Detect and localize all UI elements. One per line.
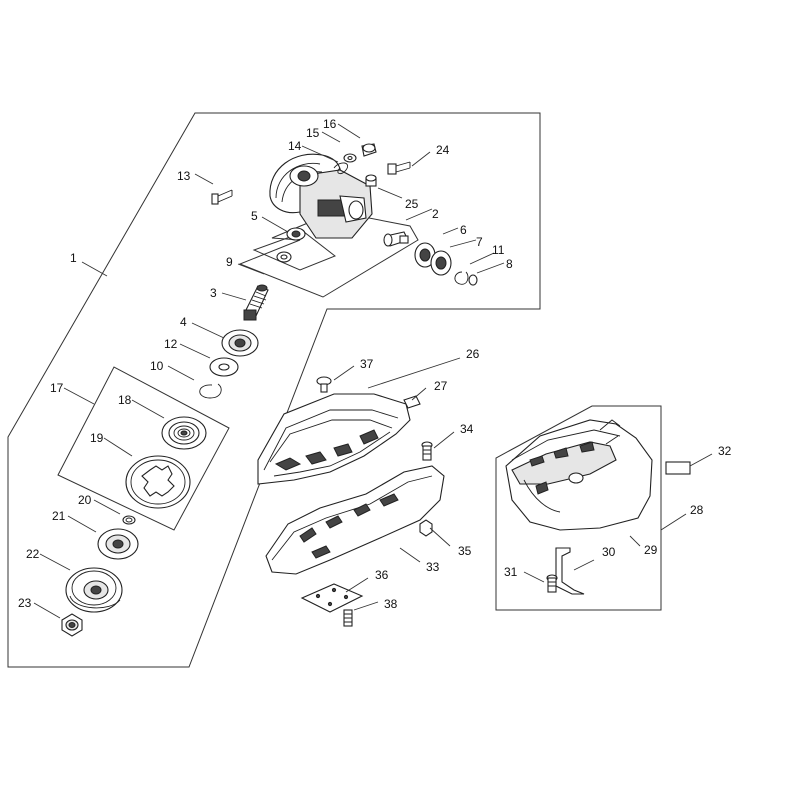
washer-15 — [343, 153, 357, 163]
label-6: 6 — [460, 223, 467, 237]
bolt-13 — [211, 189, 233, 205]
label-31: 31 — [504, 565, 518, 579]
label-4: 4 — [180, 315, 187, 329]
label-21: 21 — [52, 509, 66, 523]
label-15: 15 — [306, 126, 320, 140]
label-32: 32 — [718, 444, 732, 458]
label-17: 17 — [50, 381, 64, 395]
guard-26 — [257, 393, 411, 485]
guard-cover-33 — [265, 465, 445, 575]
circlip-11 — [454, 271, 469, 285]
washer-9 — [276, 251, 292, 263]
bolt-31 — [546, 574, 558, 593]
guard-assembly-frame — [495, 405, 662, 611]
label-34: 34 — [460, 422, 474, 436]
label-36: 36 — [375, 568, 389, 582]
holder-assembly-frame — [57, 366, 230, 531]
gear-case — [269, 153, 373, 239]
plug-25 — [365, 174, 377, 187]
label-5: 5 — [251, 209, 258, 223]
label-9: 9 — [226, 255, 233, 269]
ring-8 — [468, 274, 478, 286]
bolt-34 — [421, 441, 433, 461]
label-1: 1 — [70, 251, 77, 265]
plug-16 — [361, 143, 377, 157]
bearing-6 — [414, 242, 436, 268]
spring-14 — [333, 162, 348, 175]
leader-lines — [33, 123, 713, 619]
bolt-24 — [387, 161, 411, 175]
label-14: 14 — [288, 139, 302, 153]
label-16: 16 — [323, 117, 337, 131]
label-26: 26 — [466, 347, 480, 361]
guard-29 — [505, 419, 653, 531]
bearing-5 — [286, 227, 306, 241]
label-32 — [665, 461, 691, 475]
label-38: 38 — [384, 597, 398, 611]
label-22: 22 — [26, 547, 40, 561]
label-25: 25 — [405, 197, 419, 211]
gearcase-assembly-frame — [7, 112, 541, 668]
label-12: 12 — [164, 337, 178, 351]
label-3: 3 — [210, 286, 217, 300]
bracket-30 — [555, 547, 585, 595]
nut-23 — [61, 613, 83, 637]
label-37: 37 — [360, 357, 374, 371]
o-ring-20 — [122, 515, 136, 525]
label-20: 20 — [78, 493, 92, 507]
circlip-10 — [199, 383, 222, 399]
label-19: 19 — [90, 431, 104, 445]
bearing-4 — [221, 329, 259, 357]
shaft-3 — [243, 284, 269, 321]
clip-27 — [403, 395, 421, 409]
label-7: 7 — [476, 235, 483, 249]
bolt-37 — [316, 376, 332, 393]
cover-22 — [65, 567, 123, 613]
label-2: 2 — [432, 207, 439, 221]
label-13: 13 — [177, 169, 191, 183]
label-27: 27 — [434, 379, 448, 393]
nut-35 — [419, 519, 433, 537]
label-18: 18 — [118, 393, 132, 407]
part-labels: 1 2 3 4 5 6 7 8 9 10 11 12 13 14 15 16 1… — [18, 117, 732, 611]
label-23: 23 — [18, 596, 32, 610]
label-29: 29 — [644, 543, 658, 557]
label-11: 11 — [492, 243, 505, 257]
holder-18 — [161, 416, 207, 450]
label-33: 33 — [426, 560, 440, 574]
label-35: 35 — [458, 544, 472, 558]
washer-12 — [209, 357, 239, 377]
shaft-2 — [383, 231, 409, 247]
label-28: 28 — [690, 503, 704, 517]
plate-36 — [300, 583, 364, 613]
cover-19 — [125, 455, 191, 509]
label-10: 10 — [150, 359, 164, 373]
bearing-7 — [430, 250, 452, 276]
label-8: 8 — [506, 257, 513, 271]
washer-21 — [97, 528, 139, 560]
label-30: 30 — [602, 545, 616, 559]
inner-subframe — [252, 231, 336, 271]
label-24: 24 — [436, 143, 450, 157]
bolt-38 — [343, 609, 353, 627]
